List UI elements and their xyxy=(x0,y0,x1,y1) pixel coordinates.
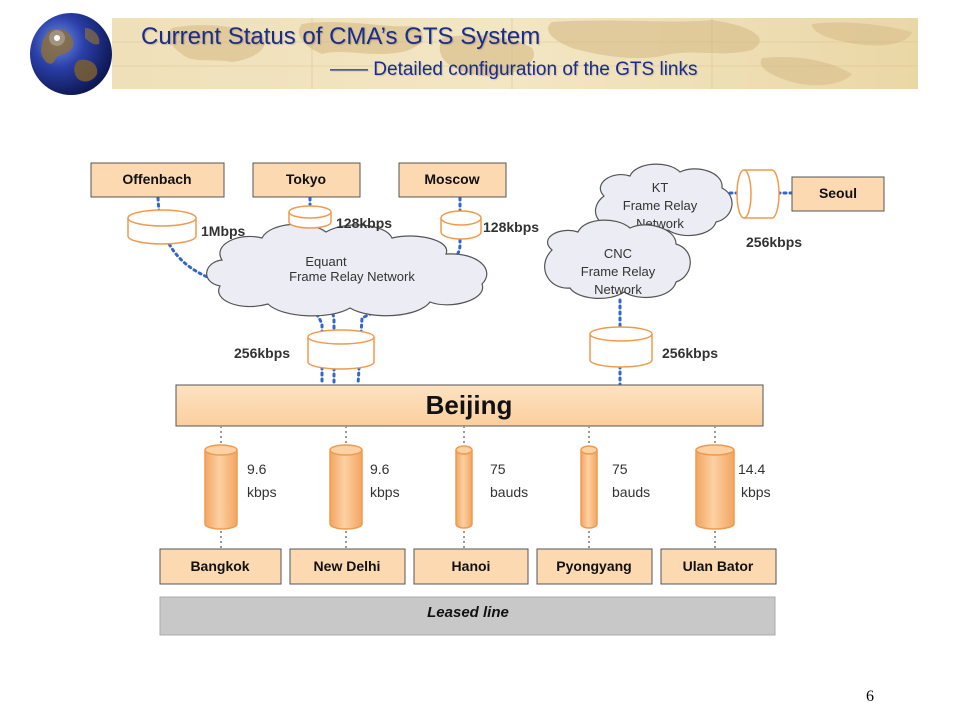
rate-hanoi-unit: bauds xyxy=(490,484,528,500)
rate-new-delhi-unit: kbps xyxy=(370,484,400,500)
rate-pyongyang-unit: bauds xyxy=(612,484,650,500)
cnc-beijing-cylinder xyxy=(589,326,653,368)
rate-bangkok-unit: kbps xyxy=(247,484,277,500)
node-moscow-label: Moscow xyxy=(424,171,479,187)
offenbach-link-cylinder xyxy=(127,209,197,245)
node-pyongyang-label: Pyongyang xyxy=(556,558,631,574)
node-new-delhi xyxy=(289,548,406,585)
node-ulan-bator-label: Ulan Bator xyxy=(683,558,754,574)
equant-cloud: Equant Frame Relay Network xyxy=(206,223,488,317)
node-offenbach-label: Offenbach xyxy=(122,171,191,187)
kt-cloud-line2: Frame Relay xyxy=(623,198,698,213)
equant-cloud-type: Frame Relay Network xyxy=(289,269,415,284)
node-offenbach xyxy=(90,162,225,198)
node-bangkok-label: Bangkok xyxy=(190,558,249,574)
node-moscow xyxy=(398,162,507,198)
tokyo-link-cylinder xyxy=(288,205,332,229)
rate-tokyo: 128kbps xyxy=(336,215,392,231)
node-bangkok xyxy=(159,548,282,585)
moscow-link-cylinder xyxy=(440,210,482,240)
rate-hanoi-value: 75 xyxy=(490,461,506,477)
rate-offenbach: 1Mbps xyxy=(201,223,246,239)
kt-cloud: KT Frame Relay Network xyxy=(594,163,733,237)
top-nodes: Offenbach Tokyo Moscow Seoul xyxy=(90,162,885,212)
world-map-background xyxy=(112,18,918,89)
hanoi-link-cylinder xyxy=(455,445,473,529)
kt-cloud-name: KT xyxy=(652,180,669,195)
ulan-bator-link-cylinder xyxy=(695,444,735,530)
rate-cnc-beijing: 256kbps xyxy=(662,345,718,361)
equant-cloud-name: Equant xyxy=(305,254,347,269)
bottom-nodes: Bangkok New Delhi Hanoi Pyongyang Ulan B… xyxy=(159,548,777,585)
bottom-line-cylinders xyxy=(204,444,735,530)
beijing-hub: Beijing xyxy=(175,384,764,427)
leased-line-legend: Leased line xyxy=(159,596,776,636)
pyongyang-link-cylinder xyxy=(580,445,598,529)
node-seoul-label: Seoul xyxy=(819,185,857,201)
rate-moscow: 128kbps xyxy=(483,219,539,235)
beijing-hub-label: Beijing xyxy=(426,390,513,420)
node-pyongyang xyxy=(536,548,653,585)
rate-bangkok-value: 9.6 xyxy=(247,461,267,477)
rate-ulan-bator-value: 14.4 xyxy=(738,461,765,477)
cnc-cloud-line2: Frame Relay xyxy=(581,264,656,279)
page-number: 6 xyxy=(866,688,874,705)
legend-label: Leased line xyxy=(427,604,509,621)
node-hanoi xyxy=(413,548,529,585)
page-title: Current Status of CMA’s GTS System xyxy=(141,23,541,50)
seoul-link-cylinder xyxy=(736,169,780,219)
rate-equant-beijing: 256kbps xyxy=(234,345,290,361)
equant-beijing-cylinder xyxy=(307,329,375,370)
new-delhi-link-cylinder xyxy=(329,444,363,530)
cnc-cloud: CNC Frame Relay Network xyxy=(544,219,691,299)
cnc-cloud-name: CNC xyxy=(604,246,632,261)
rate-new-delhi-value: 9.6 xyxy=(370,461,390,477)
bangkok-link-cylinder xyxy=(204,444,238,530)
rate-ulan-bator-unit: kbps xyxy=(741,484,771,500)
page-subtitle: —— Detailed configuration of the GTS lin… xyxy=(330,59,698,80)
node-new-delhi-label: New Delhi xyxy=(314,558,381,574)
header-banner xyxy=(112,18,918,89)
node-tokyo-label: Tokyo xyxy=(286,171,326,187)
top-line-cylinders xyxy=(127,169,780,370)
node-seoul xyxy=(791,176,885,212)
cnc-cloud-line3: Network xyxy=(594,282,642,297)
rate-pyongyang-value: 75 xyxy=(612,461,628,477)
node-tokyo xyxy=(252,162,361,198)
top-rate-labels: 1Mbps 128kbps 128kbps 256kbps 256kbps 25… xyxy=(201,215,802,361)
node-hanoi-label: Hanoi xyxy=(452,558,491,574)
rate-seoul: 256kbps xyxy=(746,234,802,250)
node-ulan-bator xyxy=(660,548,777,585)
bottom-rate-labels: 9.6 kbps 9.6 kbps 75 bauds 75 bauds 14.4… xyxy=(247,461,771,500)
globe-icon xyxy=(30,13,112,95)
